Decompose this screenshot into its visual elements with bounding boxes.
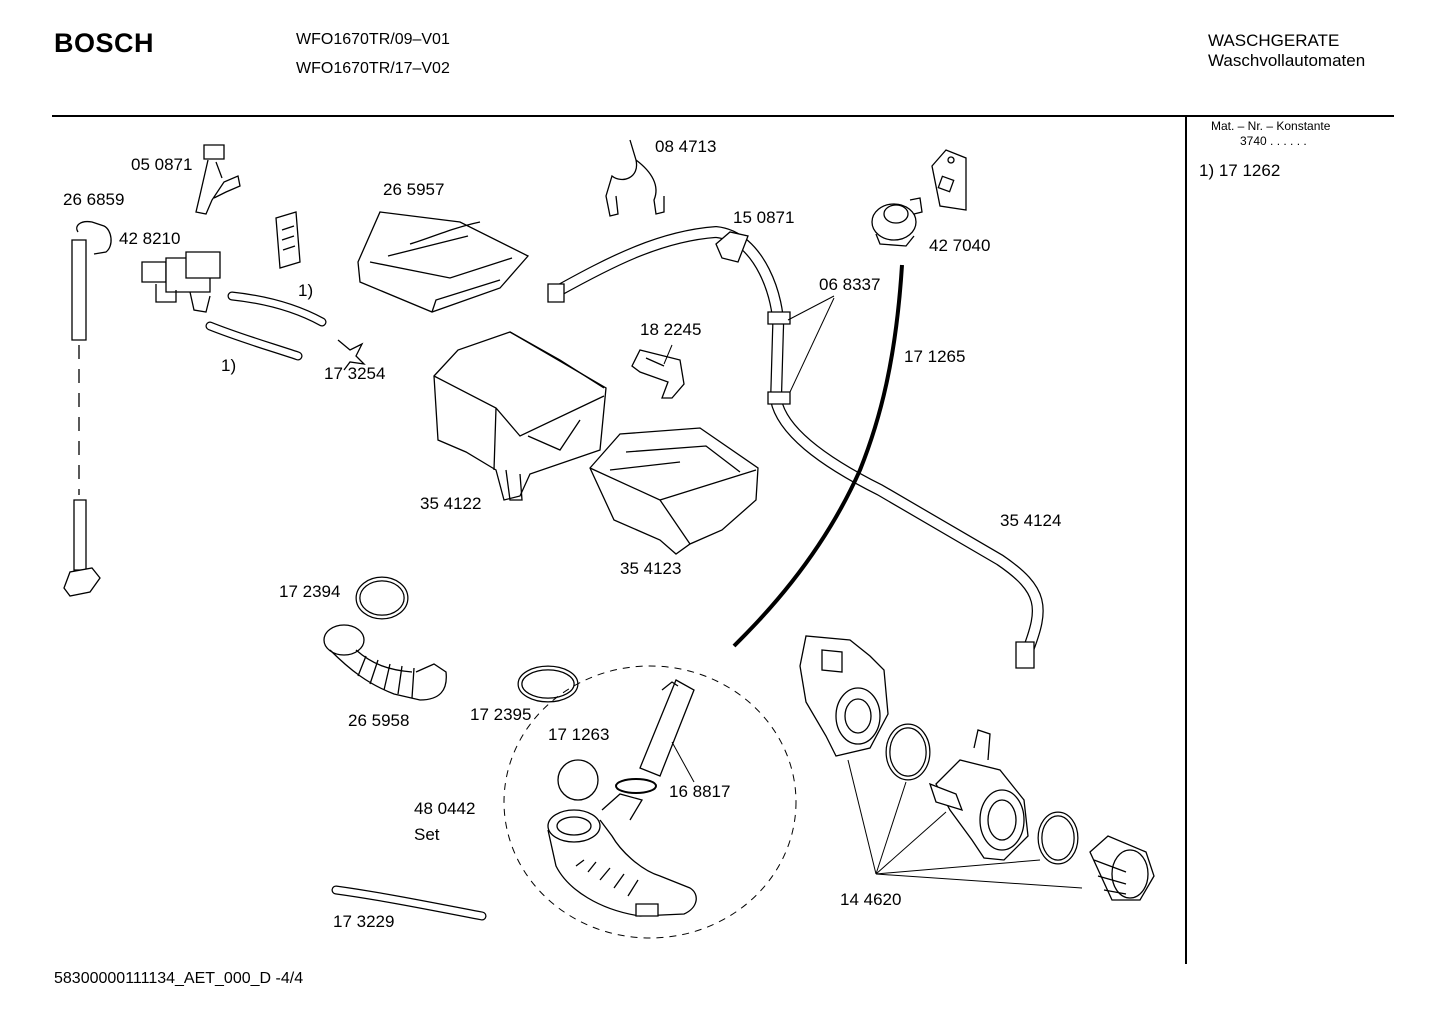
control-card-part	[276, 212, 300, 268]
category-title: WASCHGERATE	[1208, 31, 1340, 50]
sidebar-divider	[1185, 115, 1187, 964]
heater-rod-part	[640, 680, 694, 776]
part-label-173254: 17 3254	[324, 364, 386, 383]
sidebar-footnote: 1) 17 1262	[1199, 161, 1281, 180]
part-label-480442: 48 0442	[414, 799, 476, 818]
pressure-switch-part	[872, 150, 966, 246]
part-label-173229: 17 3229	[333, 912, 395, 931]
part-label-set: Set	[414, 825, 440, 844]
category-subtitle: Waschvollautomaten	[1208, 51, 1366, 70]
small-latch-part	[632, 350, 684, 398]
part-label-266859: 26 6859	[63, 190, 125, 209]
part-label-172395: 17 2395	[470, 705, 532, 724]
sump-assembly-part	[548, 794, 696, 916]
part-label-050871: 05 0871	[131, 155, 193, 174]
part-label-171263: 17 1263	[548, 725, 610, 744]
part-label-354124: 35 4124	[1000, 511, 1062, 530]
brand-logo: BOSCH	[54, 28, 155, 58]
pump-housing-part	[930, 730, 1028, 860]
part-label-354122: 35 4122	[420, 494, 482, 513]
document-id: 58300000111134_AET_000_D -4/4	[54, 970, 304, 987]
sump-hose-part	[324, 625, 446, 700]
drain-pump-part	[800, 636, 888, 756]
hose-clip-part	[606, 140, 664, 216]
footnote-marker-2: 1)	[221, 356, 237, 375]
sidebar-value: 3740 . . . . . .	[1240, 134, 1307, 148]
part-label-084713: 08 4713	[655, 137, 717, 156]
part-label-172394: 17 2394	[279, 582, 341, 601]
model-number-1: WFO1670TR/09–V01	[296, 31, 450, 48]
header-divider	[52, 115, 1394, 117]
part-label-265957: 26 5957	[383, 180, 445, 199]
part-label-171265: 17 1265	[904, 347, 966, 366]
part-label-144620: 14 4620	[840, 890, 902, 909]
part-label-265958: 26 5958	[348, 711, 410, 730]
dispenser-top-part	[358, 212, 528, 312]
inlet-hose-part	[64, 222, 111, 596]
dispenser-housing-part	[434, 332, 606, 500]
sidebar-heading: Mat. – Nr. – Konstante	[1211, 119, 1331, 133]
y-connector-part	[196, 145, 240, 214]
part-label-150871: 15 0871	[733, 208, 795, 227]
part-label-427040: 42 7040	[929, 236, 991, 255]
part-label-428210: 42 8210	[119, 229, 181, 248]
footnote-marker-1: 1)	[298, 281, 314, 300]
pump-filter-part	[1090, 836, 1154, 900]
model-number-2: WFO1670TR/17–V02	[296, 60, 450, 77]
part-label-354123: 35 4123	[620, 559, 682, 578]
part-label-182245: 18 2245	[640, 320, 702, 339]
part-label-168817: 16 8817	[669, 782, 731, 801]
dispenser-drawer-part	[590, 428, 758, 554]
part-label-068337: 06 8337	[819, 275, 881, 294]
inlet-valve-part	[142, 252, 220, 312]
drain-hose-part	[548, 232, 1038, 668]
